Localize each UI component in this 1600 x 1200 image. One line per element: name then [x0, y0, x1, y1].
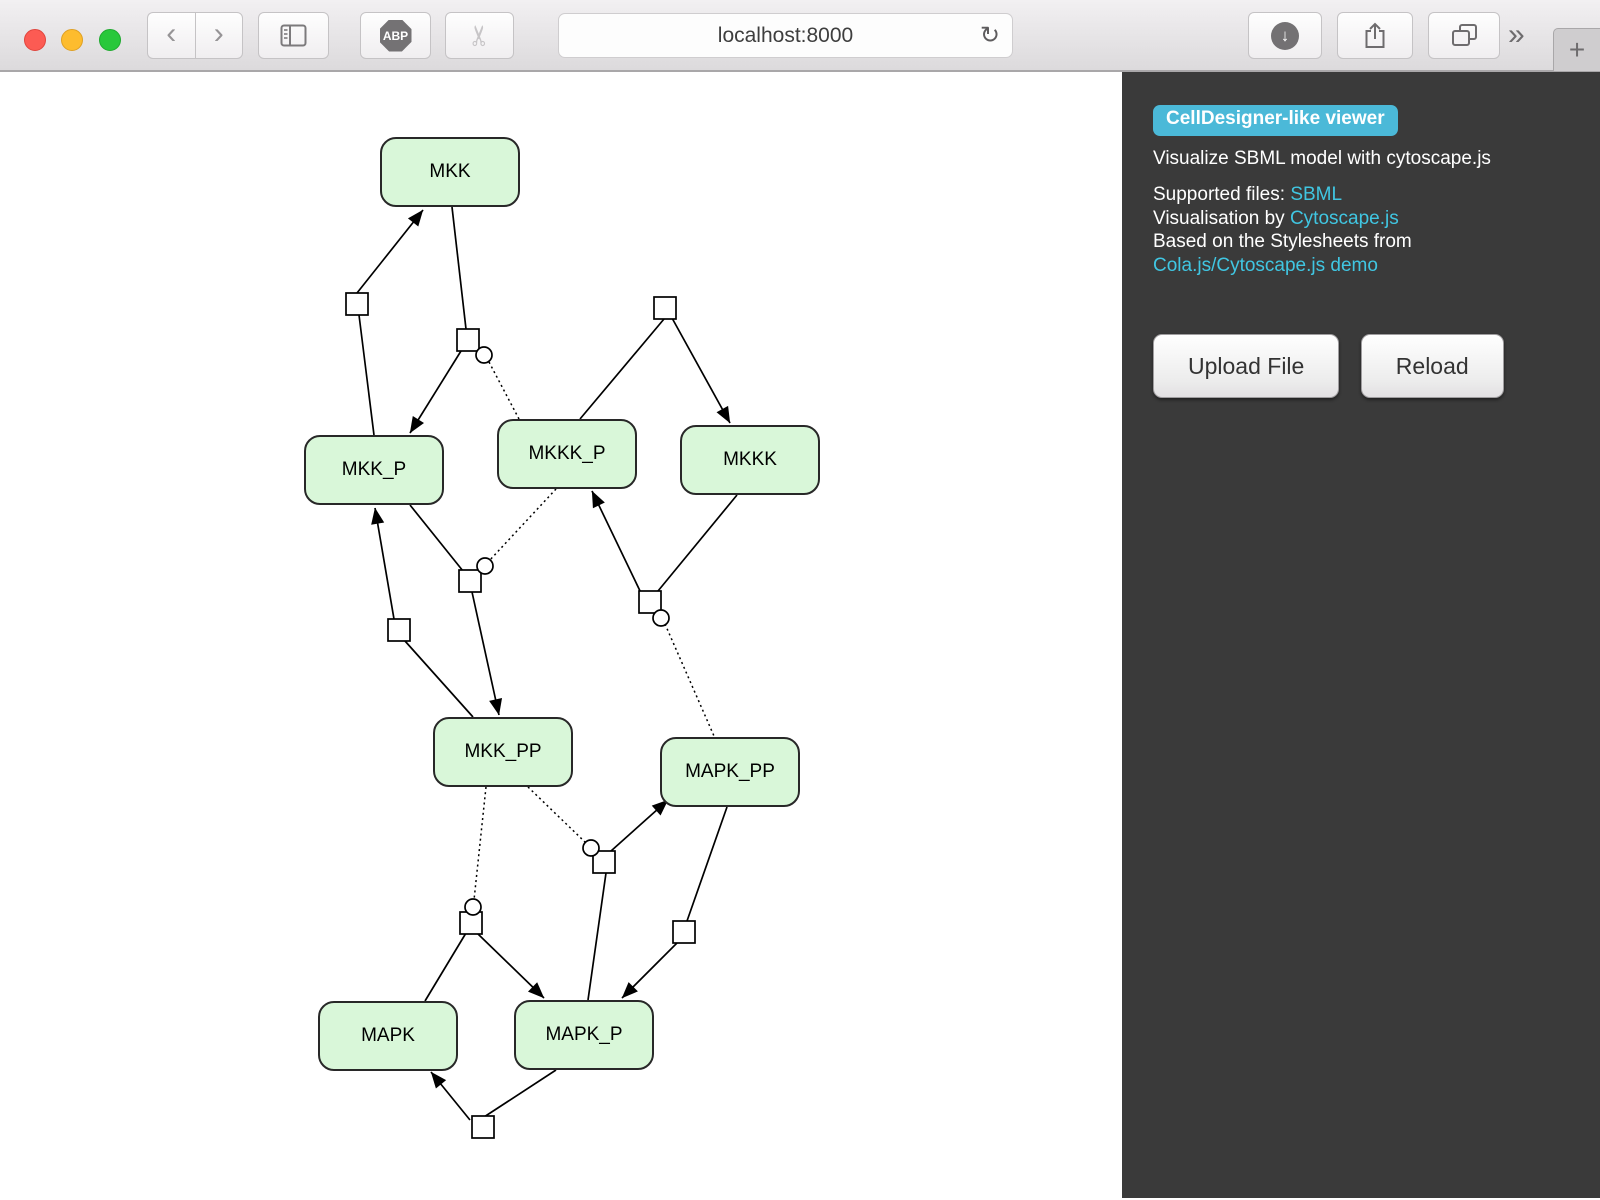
- sbml-link[interactable]: SBML: [1290, 184, 1343, 205]
- browser-toolbar: ‹ › ABP ✂ localhost:8000 ↻ ↓: [0, 0, 1600, 72]
- forward-button[interactable]: ›: [194, 12, 243, 59]
- catalysis-mapkpp-rx6: [664, 623, 715, 737]
- graph-edges-layer: [345, 206, 738, 1139]
- cytoscape-link[interactable]: Cytoscape.js: [1289, 207, 1399, 229]
- species-node-mapk-pp[interactable]: MAPK_PP: [660, 737, 800, 807]
- back-icon: ‹: [166, 16, 177, 50]
- edge-mkkk-to-rx6: [657, 494, 738, 592]
- toolbar-overflow-icon[interactable]: »: [1508, 18, 1525, 51]
- reaction-square-3[interactable]: [653, 296, 677, 320]
- tab-overview-icon: [1451, 24, 1477, 46]
- reaction-square-1[interactable]: [345, 292, 369, 316]
- edge-mapkp-to-rx8: [587, 872, 607, 1001]
- visualisation-label: Visualisation by: [1153, 207, 1290, 229]
- sidebar-icon: [280, 24, 307, 47]
- reaction-square-9[interactable]: [672, 920, 696, 944]
- edge-mapk-to-rx7: [424, 932, 467, 1002]
- arrow-rx7-to-mapkp: [477, 933, 545, 999]
- catalysis-circle-rx2: [475, 346, 493, 364]
- stylesheets-line: Based on the Stylesheets from: [1153, 230, 1576, 254]
- species-node-mapk[interactable]: MAPK: [318, 1001, 458, 1071]
- downloads-button[interactable]: ↓: [1248, 12, 1322, 59]
- catalysis-circle-rx7: [464, 898, 482, 916]
- scissors-icon: ✂: [464, 23, 495, 48]
- arrow-rx10-to-mapk: [430, 1071, 471, 1121]
- graph-canvas[interactable]: MKK MKK_P MKKK_P MKKK MKK_PP MAPK_PP MAP…: [0, 72, 1122, 1198]
- adblock-extension-button[interactable]: ABP: [360, 12, 431, 59]
- app-title-badge: CellDesigner-like viewer: [1153, 105, 1398, 136]
- back-button[interactable]: ‹: [147, 12, 195, 59]
- arrow-rx3-to-mkkk: [671, 317, 731, 424]
- catalysis-mkkpp-rx7: [473, 786, 487, 901]
- tab-overview-button[interactable]: [1428, 12, 1500, 59]
- app-subtitle: Visualize SBML model with cytoscape.js: [1153, 148, 1491, 169]
- species-node-mkkk-p[interactable]: MKKK_P: [497, 419, 637, 489]
- sidebar-toggle-button[interactable]: [258, 12, 329, 59]
- visualisation-line: Visualisation by Cytoscape.js: [1153, 207, 1576, 231]
- info-panel: CellDesigner-like viewer Visualize SBML …: [1122, 72, 1600, 1198]
- stylesheets-label: Based on the Stylesheets from: [1153, 231, 1412, 252]
- address-bar[interactable]: localhost:8000 ↻: [558, 13, 1013, 58]
- catalysis-mkkkp-rx2: [488, 361, 520, 420]
- zoom-window-button[interactable]: [99, 29, 121, 51]
- downloads-icon: ↓: [1271, 21, 1299, 50]
- reaction-square-4[interactable]: [458, 569, 482, 593]
- minimize-window-button[interactable]: [61, 29, 83, 51]
- edge-mkkkp-to-rx3: [579, 318, 665, 420]
- plus-icon: +: [1568, 34, 1586, 65]
- species-node-mkk-p[interactable]: MKK_P: [304, 435, 444, 505]
- species-node-mkk[interactable]: MKK: [380, 137, 520, 207]
- catalysis-mkkkp-rx4: [488, 488, 557, 562]
- cola-cytoscape-demo-link[interactable]: Cola.js/Cytoscape.js demo: [1153, 254, 1378, 276]
- arrow-rx6-to-mkkkp: [591, 490, 642, 594]
- edge-mkk-to-rx2: [451, 206, 467, 330]
- reaction-square-8[interactable]: [592, 850, 616, 874]
- demo-line: Cola.js/Cytoscape.js demo: [1153, 254, 1576, 278]
- upload-file-button[interactable]: Upload File: [1153, 334, 1340, 398]
- adblock-abp-icon: ABP: [379, 19, 412, 52]
- edge-mapkp-to-rx10: [483, 1069, 557, 1118]
- nav-button-group: ‹ ›: [147, 12, 243, 59]
- edge-mkkp-to-rx1: [358, 314, 375, 436]
- catalysis-circle-rx6: [652, 609, 670, 627]
- arrow-rx5-to-mkkp: [371, 507, 395, 620]
- arrow-rx8-to-mapkpp: [610, 799, 669, 852]
- forward-icon: ›: [213, 16, 224, 50]
- species-node-mapk-p[interactable]: MAPK_P: [514, 1000, 654, 1070]
- url-text: localhost:8000: [717, 23, 854, 47]
- species-node-mkk-pp[interactable]: MKK_PP: [433, 717, 573, 787]
- share-icon: [1365, 22, 1385, 48]
- scissors-extension-button[interactable]: ✂: [445, 12, 514, 59]
- action-buttons: Upload File Reload: [1153, 334, 1576, 398]
- supported-files-line: Supported files: SBML: [1153, 183, 1576, 207]
- catalysis-circle-rx4: [476, 557, 494, 575]
- close-window-button[interactable]: [24, 29, 46, 51]
- share-button[interactable]: [1337, 12, 1413, 59]
- reload-page-icon[interactable]: ↻: [979, 22, 1000, 49]
- catalysis-circle-rx8: [582, 839, 600, 857]
- arrow-rx9-to-mapkp: [621, 942, 678, 999]
- supported-files-label: Supported files:: [1153, 184, 1291, 205]
- reaction-square-10[interactable]: [471, 1115, 495, 1139]
- info-text-block: Supported files: SBML Visualisation by C…: [1153, 183, 1576, 277]
- page-content: MKK MKK_P MKKK_P MKKK MKK_PP MAPK_PP MAP…: [0, 72, 1600, 1198]
- reload-button[interactable]: Reload: [1360, 334, 1504, 398]
- reaction-square-6[interactable]: [638, 590, 662, 614]
- edge-mkkpp-to-rx5: [404, 640, 474, 718]
- arrow-rx1-to-mkk: [356, 209, 424, 294]
- catalysis-mkkpp-rx8: [527, 786, 587, 844]
- edge-mapkpp-to-rx9: [686, 806, 728, 922]
- arrow-rx4-to-mkkpp: [471, 591, 503, 716]
- species-node-mkkk[interactable]: MKKK: [680, 425, 820, 495]
- reaction-square-2[interactable]: [456, 328, 480, 352]
- edge-mkkp-to-rx4: [409, 504, 464, 572]
- arrow-rx2-to-mkkp: [409, 350, 462, 434]
- new-tab-button[interactable]: +: [1553, 28, 1600, 71]
- reaction-square-5[interactable]: [387, 618, 411, 642]
